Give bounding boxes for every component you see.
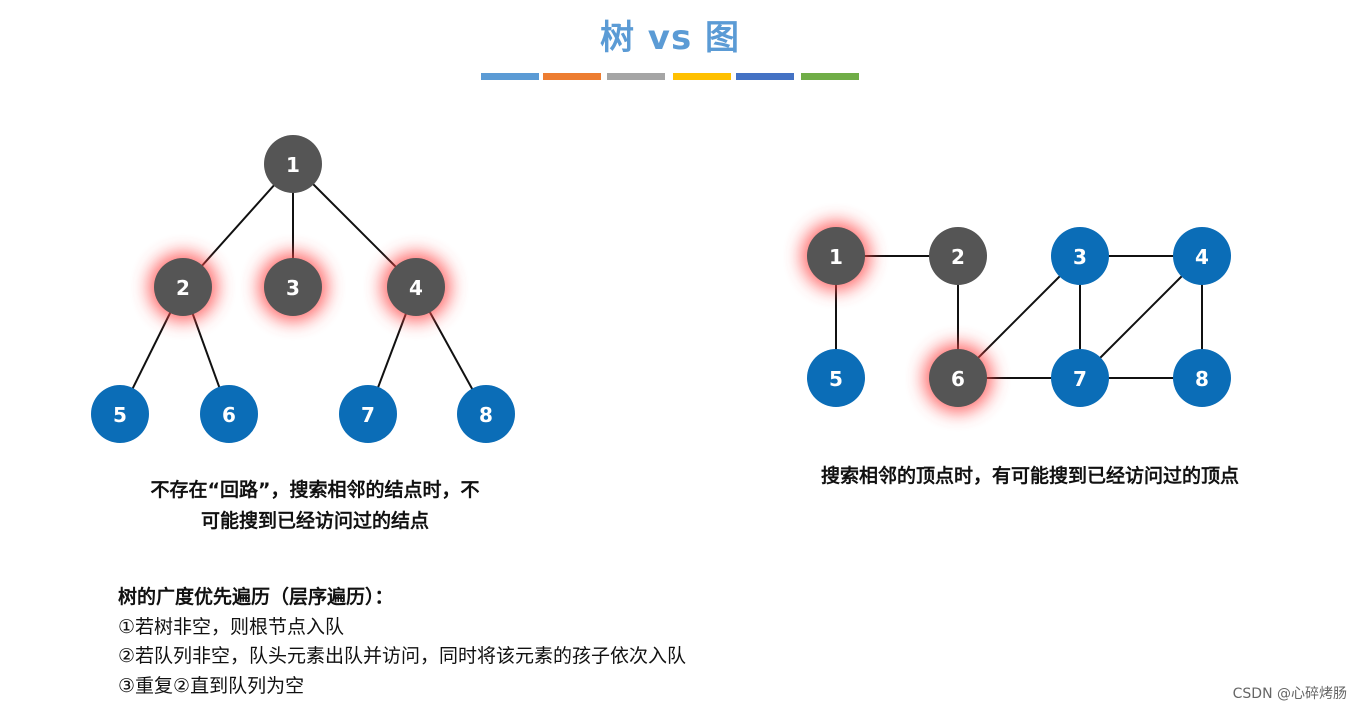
tree-node-6 <box>200 385 258 443</box>
graph-node-7 <box>1051 349 1109 407</box>
graph-node-2 <box>929 227 987 285</box>
tree-node-4-label: 4 <box>409 276 423 300</box>
tree-node-5 <box>91 385 149 443</box>
color-bar-6 <box>801 73 859 80</box>
graph-node-4 <box>1173 227 1231 285</box>
tree-node-1-label: 1 <box>286 153 300 177</box>
graph-node-2-label: 2 <box>951 245 965 269</box>
tree-node-8-label: 8 <box>479 403 493 427</box>
tree-node-7 <box>339 385 397 443</box>
page-title: 树 vs 图 <box>599 18 741 58</box>
graph-node-3-label: 3 <box>1073 245 1087 269</box>
graph-node-3 <box>1051 227 1109 285</box>
color-bar-5 <box>736 73 794 80</box>
color-bar-3 <box>607 73 665 80</box>
graph-node-5-label: 5 <box>829 367 843 391</box>
tree-node-4 <box>387 258 445 316</box>
graph-node-5 <box>807 349 865 407</box>
color-bar-4 <box>673 73 731 80</box>
graph-diagram: 1 2 3 4 5 6 7 8 <box>802 222 1231 412</box>
graph-node-1 <box>807 227 865 285</box>
tree-node-6-label: 6 <box>222 403 236 427</box>
tree-node-8 <box>457 385 515 443</box>
graph-node-8 <box>1173 349 1231 407</box>
graph-node-4-label: 4 <box>1195 245 1209 269</box>
tree-diagram: 1 2 3 4 5 6 7 8 <box>91 135 515 443</box>
credit-watermark: CSDN @心碎烤肠 <box>1232 686 1347 702</box>
tree-node-1 <box>264 135 322 193</box>
graph-node-6-label: 6 <box>951 367 965 391</box>
bfs-step-2: ②若队列非空，队头元素出队并访问，同时将该元素的孩子依次入队 <box>118 645 687 667</box>
bfs-step-3: ③重复②直到队列为空 <box>118 674 305 697</box>
tree-node-7-label: 7 <box>361 403 375 427</box>
graph-node-6 <box>929 349 987 407</box>
bfs-heading: 树的广度优先遍历（层序遍历）： <box>118 586 394 608</box>
graph-caption: 搜索相邻的顶点时，有可能搜到已经访问过的顶点 <box>820 465 1239 487</box>
tree-node-2-label: 2 <box>176 276 190 300</box>
tree-caption-line2: 可能搜到已经访问过的结点 <box>200 510 429 532</box>
bfs-description: 树的广度优先遍历（层序遍历）： ①若树非空，则根节点入队 ②若队列非空，队头元素… <box>118 583 686 701</box>
tree-node-5-label: 5 <box>113 403 127 427</box>
graph-node-7-label: 7 <box>1073 367 1087 391</box>
tree-caption: 不存在“回路”，搜索相邻的结点时，不 可能搜到已经访问过的结点 <box>110 475 520 537</box>
tree-node-3 <box>264 258 322 316</box>
bfs-step-1: ①若树非空，则根节点入队 <box>118 615 345 638</box>
color-bar-1 <box>481 73 539 80</box>
graph-node-8-label: 8 <box>1195 367 1209 391</box>
tree-node-3-label: 3 <box>286 276 300 300</box>
graph-node-1-label: 1 <box>829 245 843 269</box>
tree-caption-line1: 不存在“回路”，搜索相邻的结点时，不 <box>150 479 480 501</box>
tree-node-2 <box>154 258 212 316</box>
color-bar-2 <box>543 73 601 80</box>
